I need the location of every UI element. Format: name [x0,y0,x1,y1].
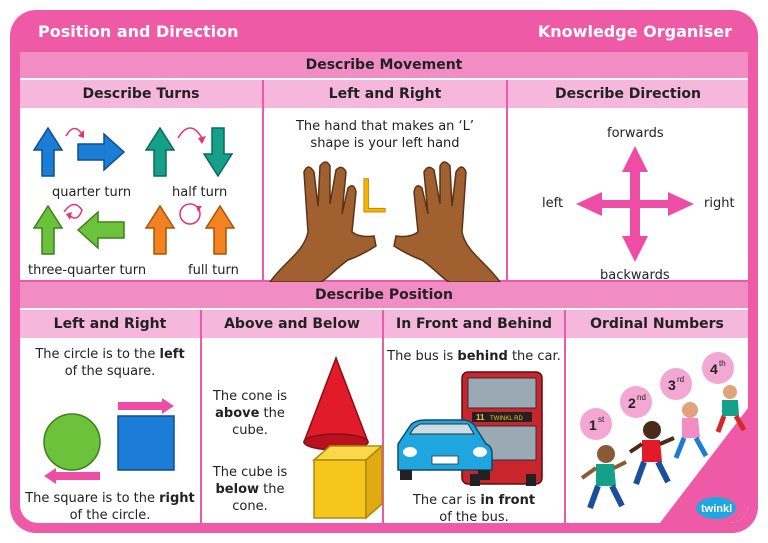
ordinal-heading: Ordinal Numbers [566,310,748,338]
divider [506,80,508,280]
svg-text:nd: nd [637,393,646,402]
hand-caption: The hand that makes an ‘L’ shape is your… [264,118,506,152]
divider [200,310,202,523]
above-below-heading: Above and Below [202,310,382,338]
page-subtitle: Knowledge Organiser [537,22,732,41]
child-third-icon [673,402,709,459]
header: Position and Direction Knowledge Organis… [10,10,758,54]
car-front-caption: The car is in front of the bus. [412,493,536,523]
arrow-left-icon [44,468,100,484]
divider [564,310,566,523]
svg-text:TWINKL RD: TWINKL RD [490,416,523,422]
half-turn-icon [144,126,234,178]
l-letter: L [360,170,387,223]
hands-illustration: L [268,161,502,283]
divider [262,80,264,280]
svg-text:rd: rd [677,375,684,384]
child-second-icon [628,421,675,486]
pos-left-right-heading: Left and Right [20,310,200,338]
square-shape [117,415,175,471]
svg-text:1: 1 [589,417,597,433]
page-title: Position and Direction [38,22,239,41]
svg-text:th: th [719,359,726,368]
right-label: right [704,196,735,211]
left-right-heading: Left and Right [264,80,506,108]
quarter-turn-label: quarter turn [52,185,132,200]
arrow-right-icon [118,398,174,414]
backwards-label: backwards [600,268,670,283]
position-panel: Describe Position Left and Right Above a… [20,282,748,523]
hand-caption-line-2: shape is your left hand [310,136,460,151]
svg-text:2: 2 [628,395,636,411]
twinkl-logo [696,497,736,519]
cube-below-caption: The cube is below the cone. [212,465,288,514]
hand-caption-line-1: The hand that makes an ‘L’ [295,119,475,134]
svg-text:twinkl: twinkl [701,503,732,515]
quarter-turn-icon [32,126,126,177]
movement-heading: Describe Movement [20,52,748,78]
child-fourth-icon [715,385,747,433]
bus-car-illustration: 11 TWINKL RD [397,371,543,486]
forwards-label: forwards [607,126,664,141]
position-heading: Describe Position [20,282,748,308]
square-right-caption: The square is to the right of the circle… [25,491,195,523]
bus-behind-caption: The bus is behind the car. [387,349,561,364]
turns-heading: Describe Turns [20,80,262,108]
svg-text:3: 3 [668,377,676,393]
circle-left-caption: The circle is to the left of the square. [35,347,185,379]
full-turn-icon [144,203,236,255]
turn-arrows-illustration [32,126,236,255]
front-behind-heading: In Front and Behind [384,310,564,338]
knowledge-organiser-card: Position and Direction Knowledge Organis… [10,10,758,533]
three-quarter-turn-label: three-quarter turn [28,263,147,278]
corner-decoration [659,408,748,523]
child-first-icon [580,445,627,510]
svg-text:4: 4 [710,361,718,377]
direction-arrows-icon [576,146,694,262]
cone-shape [302,355,370,443]
divider [382,310,384,523]
cone-cube-illustration [302,355,384,520]
car-icon [397,419,493,480]
svg-text:st: st [598,415,605,424]
circle-shape [43,413,101,471]
cone-above-caption: The cone is above the cube. [212,389,288,438]
half-turn-label: half turn [172,185,228,200]
three-quarter-turn-icon [32,203,125,255]
direction-heading: Describe Direction [508,80,748,108]
svg-text:11: 11 [476,413,485,422]
shapes-illustration [43,398,175,484]
left-label: left [542,196,564,211]
movement-panel: Describe Movement Describe Turns Left an… [20,52,748,283]
ordinal-children-illustration: 1 st 2 nd 3 rd 4 th [580,352,748,523]
full-turn-label: full turn [188,263,239,278]
